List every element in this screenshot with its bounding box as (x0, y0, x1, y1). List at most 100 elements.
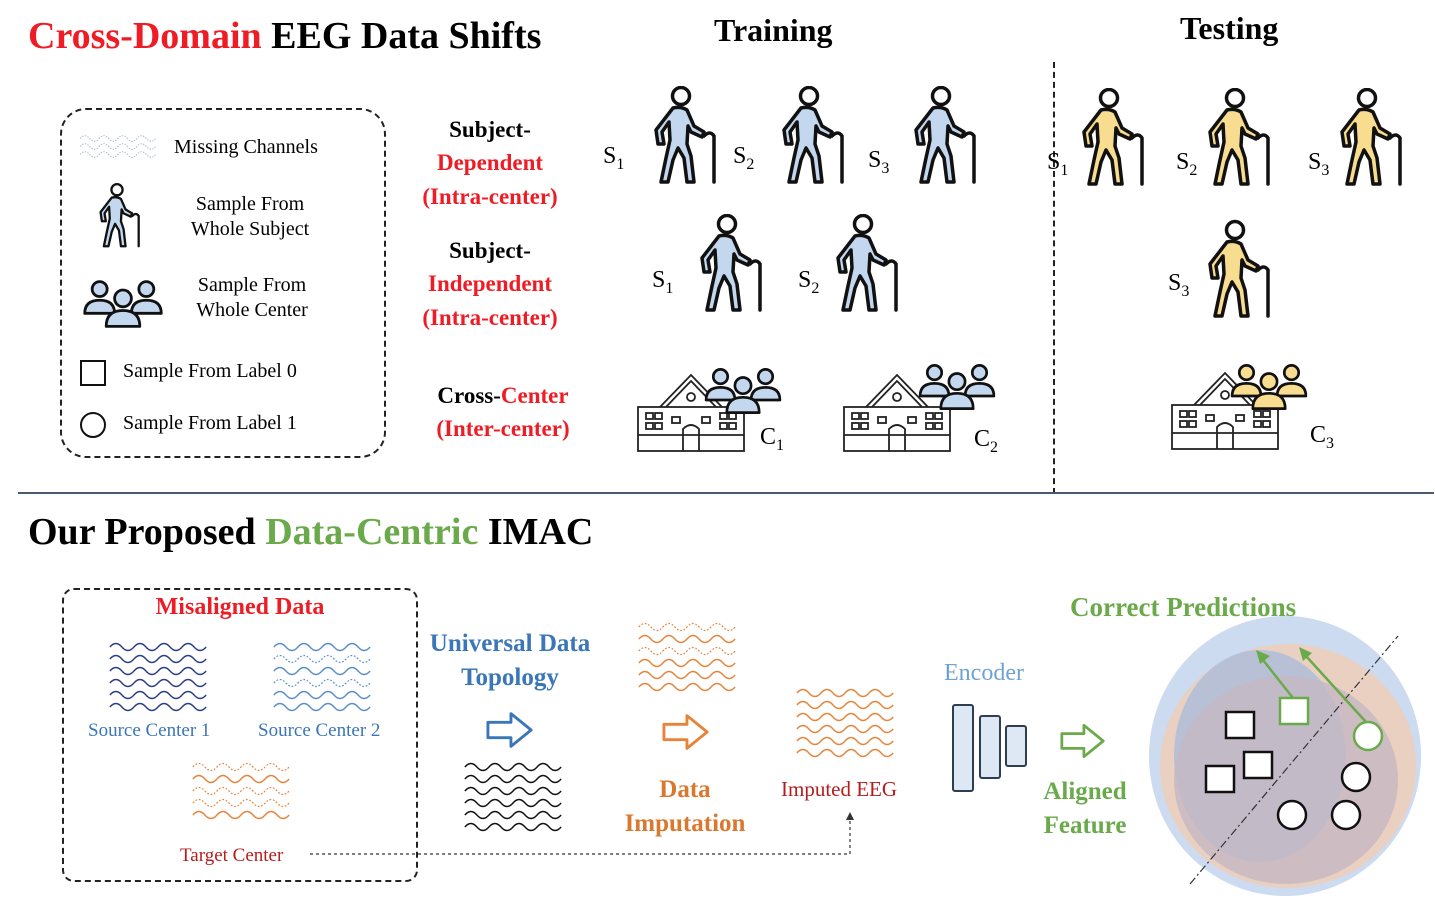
row-label-dependent: Subject- Dependent (Intra-center) (404, 113, 576, 213)
bottom-title-c: IMAC (478, 511, 594, 553)
id-letter: S (1308, 149, 1322, 175)
aligned-feature-label: Aligned Feature (1030, 775, 1140, 843)
legend-label0: Sample From Label 0 (123, 360, 297, 382)
row-label-independent: Subject- Independent (Intra-center) (404, 234, 576, 334)
misaligned-title-text: Misaligned Data (155, 594, 325, 620)
target-center-label: Target Center (180, 845, 283, 867)
row-independent-line2: Independent (428, 271, 552, 297)
group-icon (80, 276, 166, 332)
person-icon (1200, 88, 1270, 188)
person-icon (692, 214, 762, 314)
top-title-rest: EEG Data Shifts (261, 15, 542, 57)
id-letter: C (760, 424, 777, 450)
legend-subject-line2: Whole Subject (190, 218, 310, 240)
row-dependent-line3: (Intra-center) (422, 183, 558, 209)
arrow-right-icon (486, 710, 534, 750)
source-center-1-text: Source Center 1 (88, 720, 211, 741)
person-icon (828, 214, 898, 314)
id-number: 2 (811, 280, 820, 297)
encoder-layer-2 (979, 715, 1001, 779)
source-center-2-label: Source Center 2 (258, 720, 380, 742)
encoder-label: Encoder (944, 660, 1024, 686)
id-letter: S (1168, 270, 1182, 296)
id-letter: S (603, 143, 617, 169)
person-icon (1074, 88, 1144, 188)
row-dependent-line1: Subject- (449, 117, 531, 142)
misaligned-title: Misaligned Data (62, 594, 418, 621)
target-center-signals (192, 762, 290, 820)
id-number: 2 (746, 156, 755, 173)
id-letter: S (733, 143, 747, 169)
group-icon (914, 360, 1000, 414)
id-letter: C (1310, 422, 1327, 448)
subject-id: S3 (1168, 270, 1189, 301)
aligned-feature-line1: Aligned (1043, 778, 1127, 805)
id-letter: C (974, 426, 991, 452)
center-id: C3 (1310, 422, 1334, 453)
target-to-imputed-connector (310, 812, 854, 855)
train-test-divider (1053, 62, 1055, 494)
id-number: 1 (665, 280, 674, 297)
legend-subject-label: Sample From Whole Subject (178, 192, 322, 242)
id-number: 1 (616, 156, 625, 173)
person-icon (1332, 88, 1402, 188)
row-label-cross-center: Cross-Center (Inter-center) (412, 379, 594, 446)
correct-predictions-text: Correct Predictions (1070, 592, 1297, 622)
id-number: 2 (1189, 162, 1198, 179)
subject-id: S2 (798, 267, 819, 298)
id-number: 3 (1321, 162, 1330, 179)
row-cross-line1b: Center (500, 383, 569, 408)
feature-space-plot (1149, 616, 1421, 896)
section-divider (18, 492, 1434, 494)
correct-predictions-label: Correct Predictions (1070, 592, 1296, 623)
encoder-layer-1 (952, 704, 974, 792)
universal-topology-line1: Universal Data (429, 630, 591, 657)
legend-label1: Sample From Label 1 (123, 412, 297, 434)
universal-topology-line2: Topology (461, 663, 559, 691)
source-center-1-label: Source Center 1 (88, 720, 210, 742)
aligned-feature-line2: Feature (1043, 811, 1127, 839)
misaligned-data-box (62, 588, 418, 882)
legend-subject-line1: Sample From (195, 193, 305, 215)
legend-missing-label: Missing Channels (174, 136, 318, 158)
top-title-highlight: Cross-Domain (28, 15, 262, 57)
id-number: 3 (1326, 435, 1335, 452)
person-icon (906, 86, 976, 186)
imputed-eeg-label: Imputed EEG (781, 777, 897, 802)
imputed-eeg-signals (796, 688, 894, 758)
arrow-right-icon (662, 712, 710, 752)
person-icon (94, 180, 140, 252)
subject-id: S1 (652, 267, 673, 298)
person-icon (646, 86, 716, 186)
person-icon (774, 86, 844, 186)
id-letter: S (1176, 149, 1190, 175)
target-center-text: Target Center (180, 845, 284, 866)
bottom-title-a: Our Proposed (28, 511, 266, 553)
subject-id: S2 (1176, 149, 1197, 180)
source-center-1-signals (109, 642, 207, 712)
group-icon (1226, 360, 1312, 414)
id-letter: S (798, 267, 812, 293)
universal-topology-label: Universal Data Topology (418, 627, 602, 695)
row-independent-line3: (Intra-center) (422, 304, 558, 330)
subject-id: S3 (1308, 149, 1329, 180)
row-dependent-line2: Dependent (436, 150, 544, 176)
data-imputation-label: Data Imputation (610, 773, 760, 841)
source-center-2-text: Source Center 2 (258, 720, 381, 741)
row-cross-line1a: Cross- (437, 383, 501, 408)
id-letter: S (652, 267, 666, 293)
subject-id: S2 (733, 143, 754, 174)
data-imputation-line2: Imputation (624, 809, 746, 837)
center-id: C1 (760, 424, 784, 455)
imputed-eeg-text: Imputed EEG (781, 777, 898, 801)
id-number: 3 (881, 160, 890, 177)
arrow-right-icon (1060, 722, 1106, 760)
legend-center-line2: Whole Center (196, 299, 308, 321)
legend-center-line1: Sample From (197, 274, 307, 296)
encoder-layer-3 (1005, 725, 1027, 767)
row-independent-line1: Subject- (449, 238, 531, 263)
id-letter: S (1047, 149, 1061, 175)
top-title: Cross-Domain EEG Data Shifts (28, 14, 541, 58)
topology-signals (464, 762, 562, 832)
id-number: 1 (1060, 162, 1069, 179)
